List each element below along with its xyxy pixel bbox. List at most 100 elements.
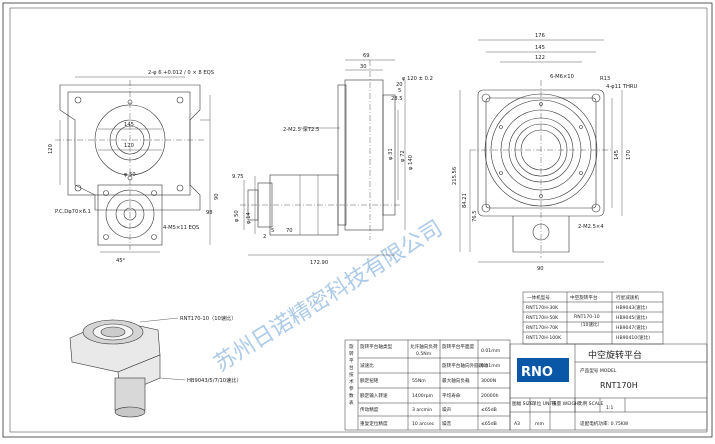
dim-120: 120 [124,143,134,149]
params-table-text: 旋转平台轴类型 允许轴向负荷 0.5Nm 旋转平台平面度 0.01mm 减速比 … [360,343,501,427]
dim-h145: 145 [614,150,620,160]
dim-122: 122 [535,55,545,61]
param-r3-c4: 平均寿命 [442,392,461,399]
iso-callout-2: HB9043/5/7/10速比） [187,376,242,384]
param-header-5: 0.01mm [481,348,501,354]
units-label: 单位 UNITS [532,400,557,407]
param-r5-c4: 噪音 [442,420,452,427]
dim-9-75: 9.75 [232,174,244,180]
iso-callout-1: RNT170-10（10速比） [180,314,236,322]
dim-height-98: 98 [206,210,213,216]
logo-box [517,358,569,382]
units-value: mm [535,422,544,427]
dim-m2-5: 2-M2.5 深72.5 [283,125,319,133]
watermark-text: 苏州日诺精密科技有限公司 [210,216,447,377]
dim-height-120: 120 [48,144,54,154]
param-r4-c5: ≤65dB [481,407,497,413]
param-r3-c1: 额定输入转速 [360,392,388,399]
reducer-row-1: HB9043(速比) [616,304,647,311]
dim-r13: R13 [600,76,610,82]
dim-30: 30 [360,64,367,70]
dim-h215: 215.56 [452,167,458,185]
iso-view [69,319,161,418]
dim-angle: 45° [116,258,126,264]
param-r2-c4: 最大轴向负载 [442,377,470,384]
param-r5-c2: 10 arcsec [412,421,435,427]
dim-m6: 6-M6×10 [550,74,574,80]
dim-phi50: φ 50 [124,172,136,178]
dim-h84: 84.21 [462,193,468,208]
param-r5-c1: 重复定位精度 [360,420,388,427]
dim-d31: φ 31 [388,148,394,160]
model-table-text: 一体机型号 中空旋转平台 行星减速机 RNT170H-30K RNT170H-5… [526,294,650,341]
model-header-1: 一体机型号 [527,294,550,301]
dim-70: 70 [286,228,293,234]
dim-h170: 170 [626,150,632,160]
params-side-title: 旋转平台技术参数表 [349,343,354,406]
dim-d50: φ 50 [234,210,240,222]
size-value: A3 [514,421,520,427]
dim-left-2: 2 [263,234,266,240]
param-r4-c1: 传动精度 [360,406,379,413]
param-header-4: 旋转平台平面度 [442,343,475,350]
dim-69: 69 [363,53,370,59]
param-r2-c2: 55Nm [412,378,426,384]
dim-145-top: 145 [535,45,545,51]
dim-left-5: 5 [271,228,274,234]
dim-pcd: P.C.Dφ70×6.1 [55,209,91,215]
dim-5: 5 [398,88,401,94]
model-platform-sub: （10速比） [578,321,602,328]
scale-value: 1:1 [606,405,613,411]
dim-d120: φ 120 ± 0.2 [402,76,433,82]
dim-h76: 76.5 [472,210,478,222]
inner-border [9,7,708,433]
dim-d140: φ 140 [408,155,414,170]
dim-176: 176 [535,33,545,39]
reducer-row-4: HB90410(速比) [616,334,650,341]
scale-label: 比例 SCALE [578,400,603,407]
param-r3-c5: 20000h [481,393,499,399]
sheet-border [2,2,713,438]
dim-d14: φ 14 [246,212,252,224]
size-label: 图幅 SIZE [512,400,533,407]
top-view [459,39,623,263]
model-value: RNT170H [600,381,638,390]
param-r2-c1: 额定扭矩 [360,377,379,384]
model-label: 产品型号 MODEL [580,367,617,374]
param-r3-c2: 1400rpm [412,393,433,399]
param-r1-c1: 减速比 [360,362,374,369]
model-row-2: RNT170H-50K [526,315,559,321]
dim-172-90: 172.90 [310,260,328,266]
dim-m11: 4-φ11 THRU [606,84,638,90]
reducer-row-2: HB9045(速比) [616,314,647,321]
param-r2-c5: 3000N [481,378,496,384]
model-platform: RNT170-10 [574,314,600,320]
param-header-1: 旋转平台轴类型 [360,343,393,350]
param-r4-c4: 噪声 [442,406,452,413]
param-r5-c5: ≤65dB [481,421,497,427]
side-view-dims: 69 30 20 5 28.5 φ 120 ± 0.2 2-M2.5 深72.5… [232,53,433,266]
iso-callouts: RNT170-10（10速比） HB9043/5/7/10速比） [139,314,242,384]
dim-d72: φ 72 [400,150,406,162]
front-view-dims: 2-φ 6 +0.012 / 0 × 8 EQS 145 120 φ 50 12… [48,70,220,264]
param-r1-c4: 旋转平台轴向外圆跳动 [442,362,488,369]
reducer-row-3: HB9047(速比) [616,324,647,331]
dim-20: 20 [396,82,403,88]
dim-m5: 4-M5×11 EQS [163,225,199,231]
dim-90: 90 [537,266,544,272]
param-r1-c5: 0.01mm [481,363,501,369]
param-header-3: 0.5Nm [416,351,432,357]
top-view-dims: 176 145 122 6-M6×10 R13 4-φ11 THRU 145 1… [452,33,638,272]
side-view [240,59,406,256]
motor-label: 适配电机功率: 0.75KW [580,420,629,427]
dim-height-90: 90 [214,193,220,200]
param-header-2: 允许轴向负荷 [410,343,438,350]
dim-145: 145 [124,122,134,128]
model-header-3: 行星减速机 [616,294,639,301]
param-r4-c2: 3 arcmin [412,407,432,413]
model-row-1: RNT170H-30K [526,305,559,311]
model-table [522,291,664,345]
dim-m2-5x4: 2-M2.5×4 [578,224,604,230]
